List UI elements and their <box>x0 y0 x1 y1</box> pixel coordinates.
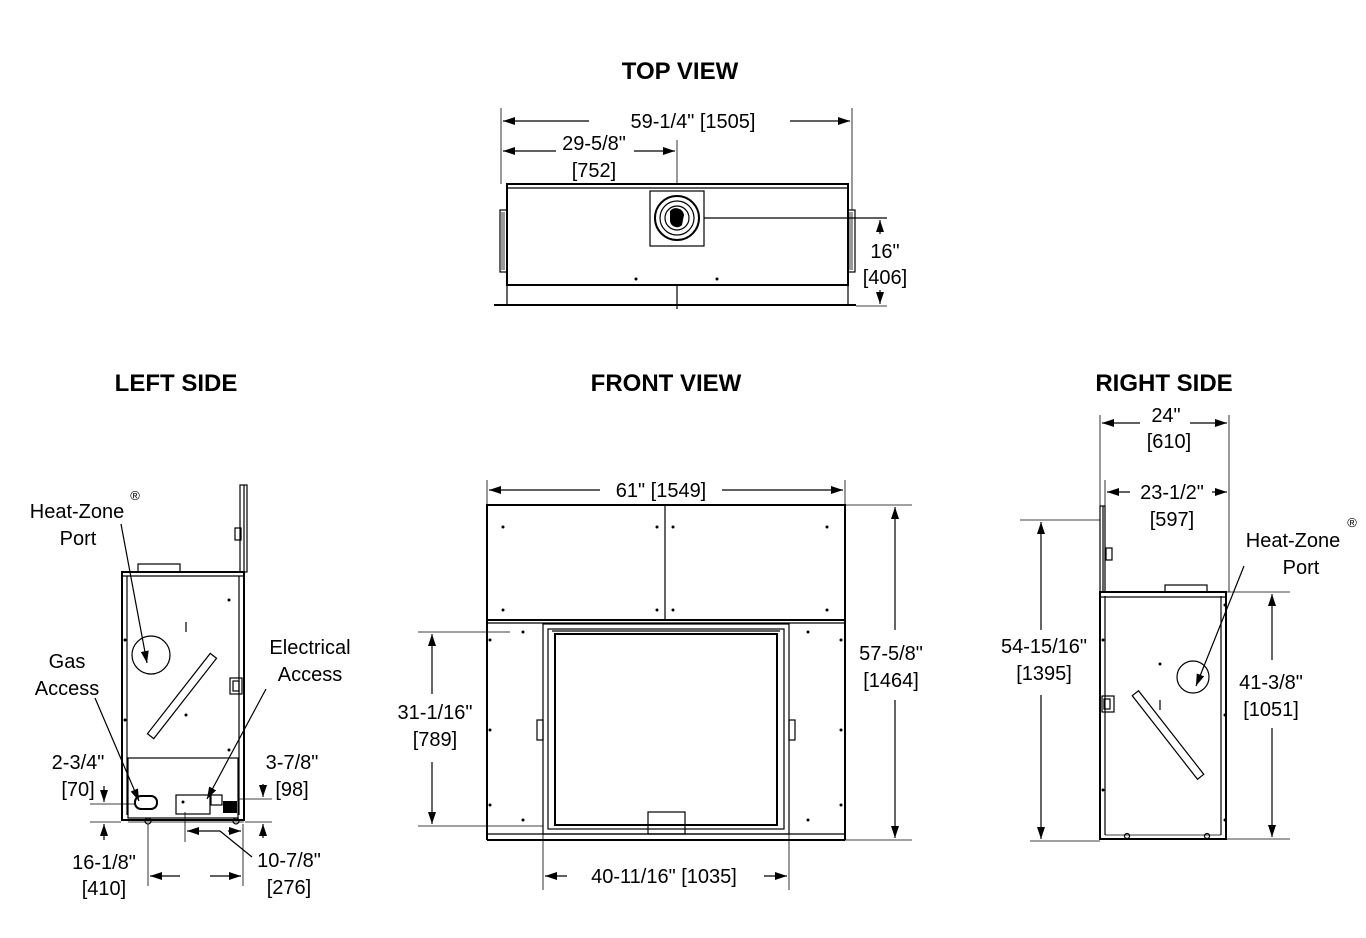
right-inner-depth-in-label: 23-1/2" <box>1140 482 1204 504</box>
elec-offset-in-label: 10-7/8" <box>257 850 321 872</box>
gas-access-label-1: Gas <box>49 651 86 673</box>
right-height-mm-label: [1395] <box>1016 663 1072 685</box>
right-height-in-label: 54-15/16" <box>1001 636 1087 658</box>
top-overall-width-label: 59-1/4" [1505] <box>631 111 756 133</box>
right-side-title: RIGHT SIDE <box>1095 370 1232 397</box>
top-depth-mm-label: [406] <box>863 267 907 289</box>
right-registered-mark: ® <box>1347 515 1357 530</box>
gas-access-label-2: Access <box>35 678 99 700</box>
right-heat-zone-label-2: Port <box>1283 557 1320 579</box>
right-side-drawing <box>1020 415 1290 842</box>
front-height-in-label: 57-5/8" <box>859 643 923 665</box>
top-view-drawing <box>494 108 887 309</box>
port-height-in-label: 41-3/8" <box>1239 672 1303 694</box>
front-view-drawing <box>418 480 912 890</box>
port-height-mm-label: [1051] <box>1243 699 1299 721</box>
right-inner-depth-mm-label: [597] <box>1150 509 1194 531</box>
left-side-title: LEFT SIDE <box>115 370 238 397</box>
front-height-mm-label: [1464] <box>863 670 919 692</box>
front-width-label: 61" [1549] <box>616 480 707 502</box>
top-view-title: TOP VIEW <box>622 58 739 85</box>
right-depth-in-label: 24" <box>1151 405 1180 427</box>
left-registered-mark: ® <box>130 488 140 503</box>
top-depth-in-label: 16" <box>870 241 899 263</box>
elec-offset-mm-label: [276] <box>267 877 311 899</box>
opening-width-label: 40-11/16" [1035] <box>591 866 737 888</box>
elec-height-in-label: 3-7/8" <box>266 752 319 774</box>
gas-height-mm-label: [70] <box>61 779 94 801</box>
top-center-in-label: 29-5/8" <box>562 133 626 155</box>
opening-height-mm-label: [789] <box>413 729 457 751</box>
left-heat-zone-label-1: Heat-Zone <box>30 501 125 523</box>
left-side-drawing <box>90 484 272 886</box>
right-depth-mm-label: [610] <box>1147 431 1191 453</box>
gas-offset-in-label: 16-1/8" <box>72 852 136 874</box>
top-center-mm-label: [752] <box>572 160 616 182</box>
front-view-title: FRONT VIEW <box>591 370 742 397</box>
elec-height-mm-label: [98] <box>275 779 308 801</box>
gas-offset-mm-label: [410] <box>82 878 126 900</box>
left-heat-zone-label-2: Port <box>60 528 97 550</box>
electrical-access-label-2: Access <box>278 664 342 686</box>
opening-height-in-label: 31-1/16" <box>398 702 473 724</box>
electrical-access-label-1: Electrical <box>269 637 350 659</box>
right-heat-zone-label-1: Heat-Zone <box>1246 530 1341 552</box>
gas-height-in-label: 2-3/4" <box>52 752 105 774</box>
